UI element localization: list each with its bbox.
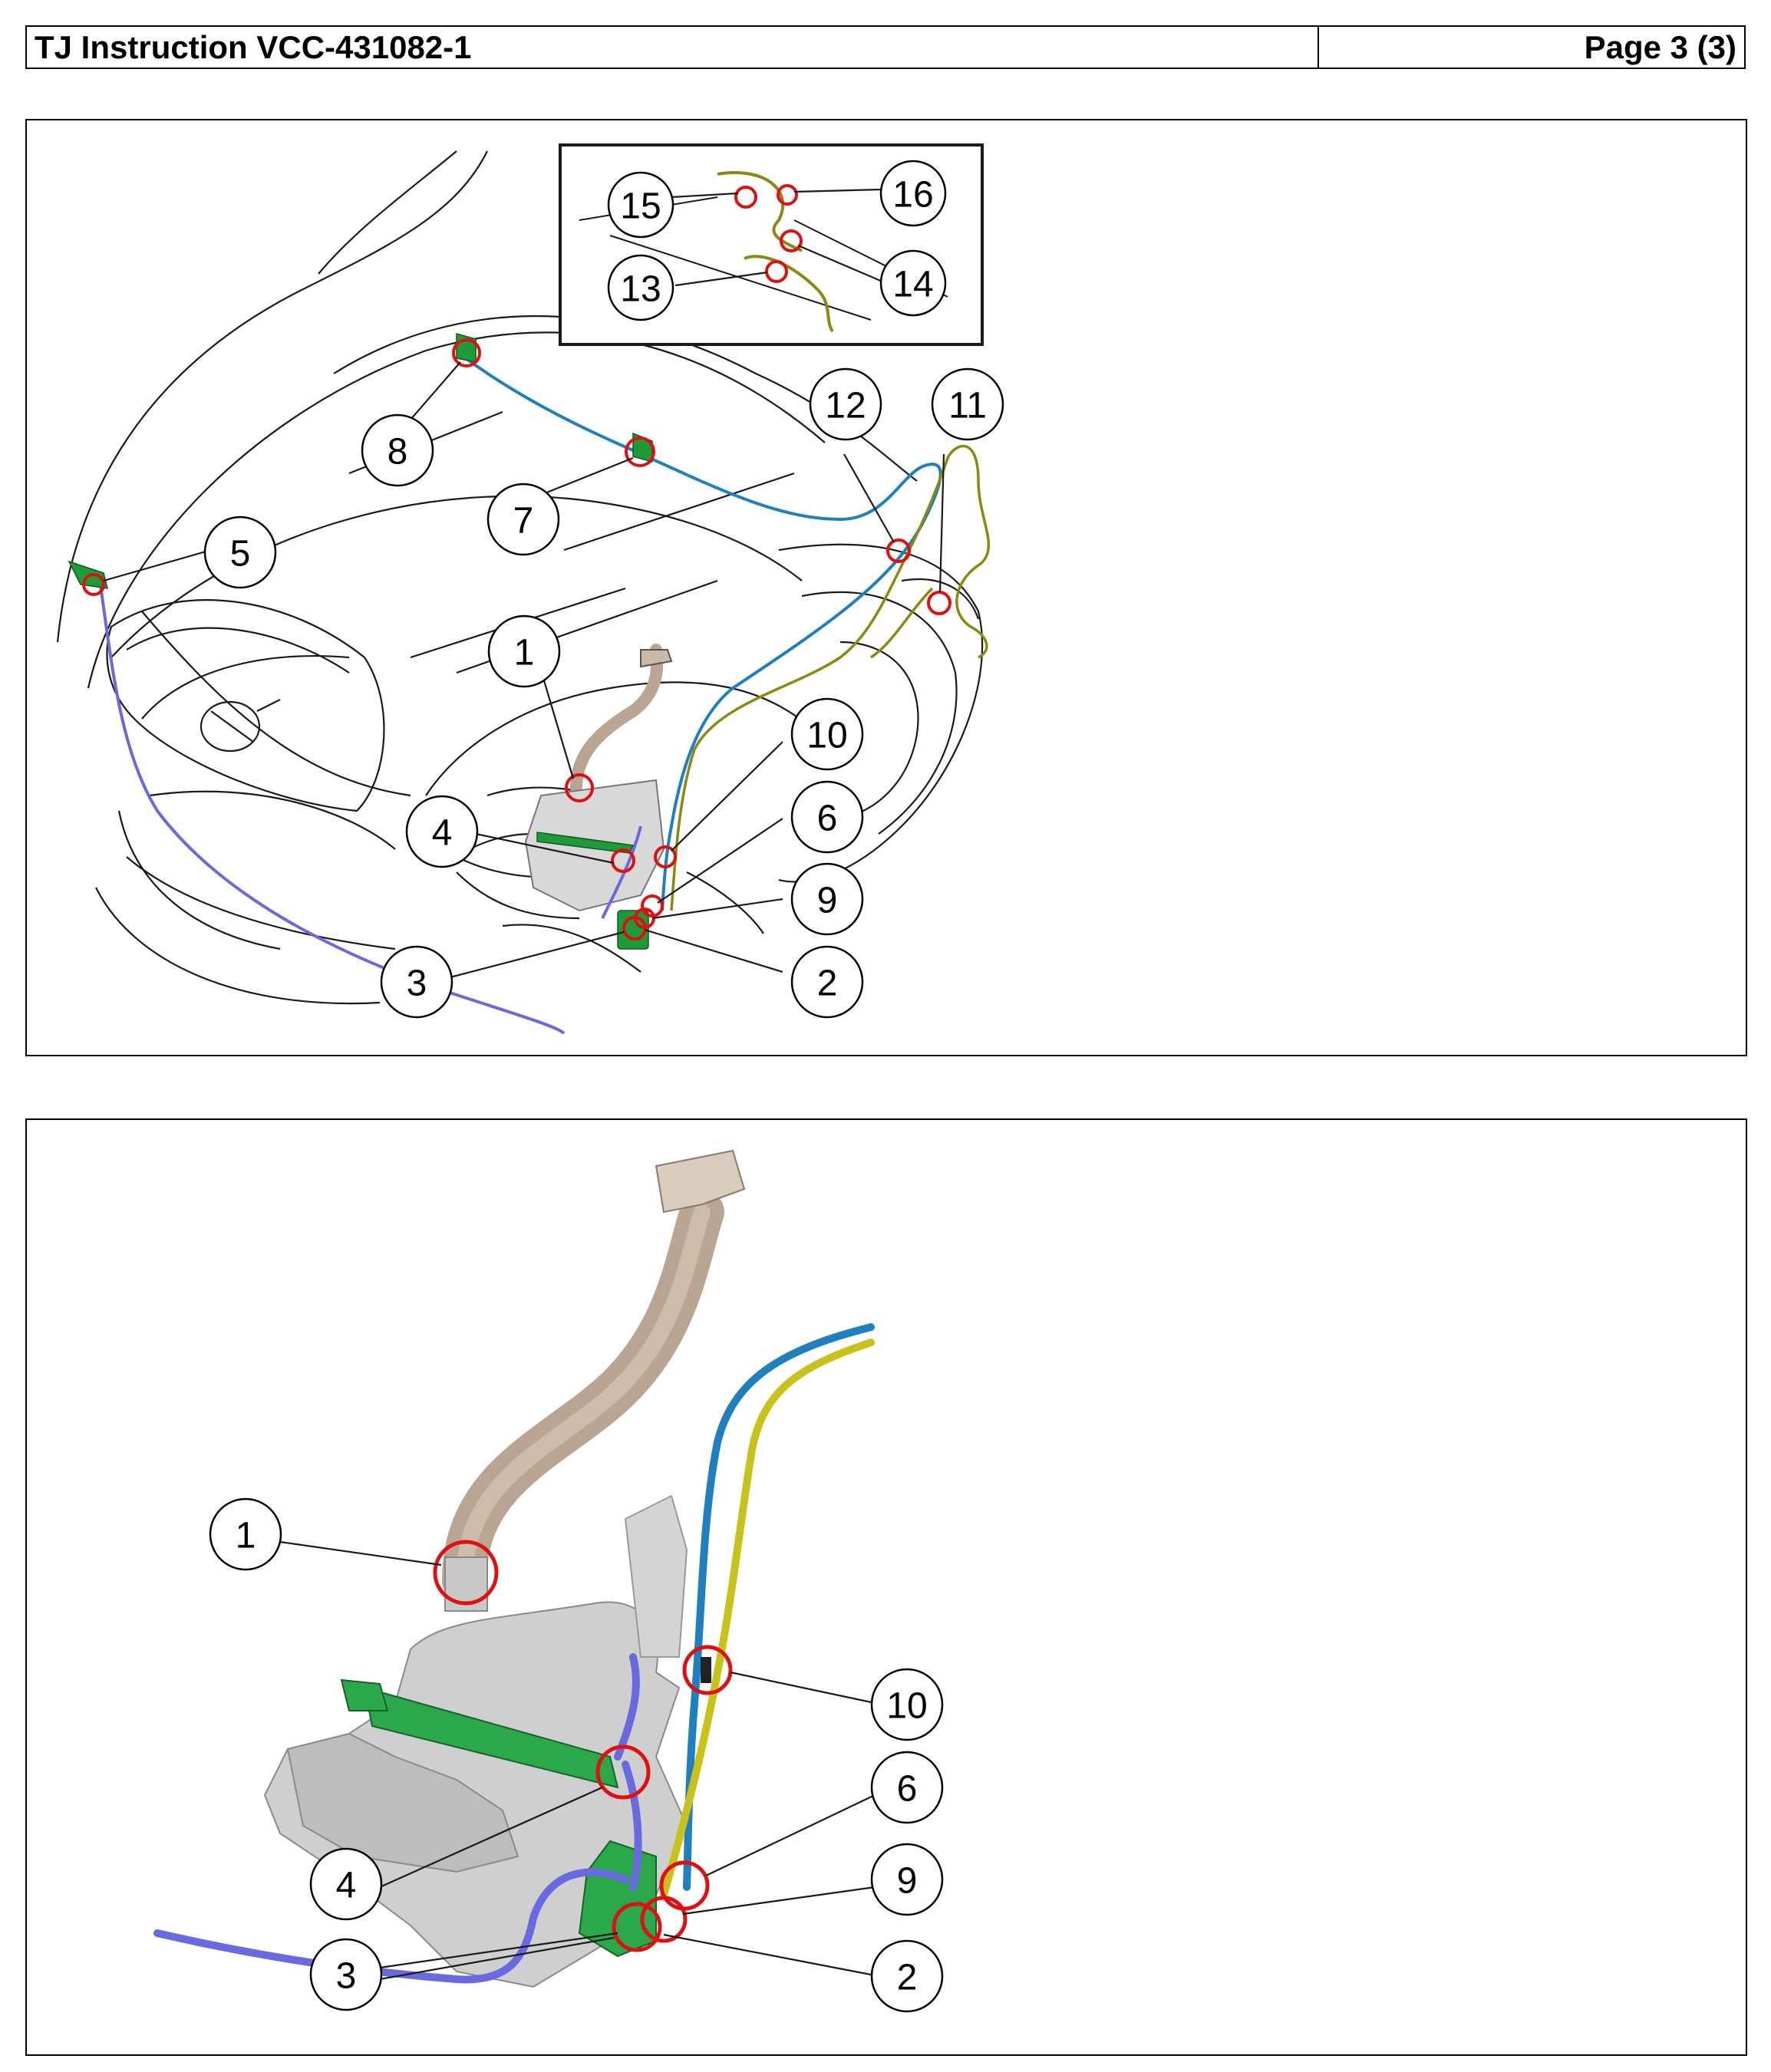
- callout-1: 1: [209, 1497, 282, 1571]
- svg-text:13: 13: [620, 269, 661, 310]
- hose-yellow: [660, 1339, 875, 1899]
- callout-5: 5: [203, 516, 277, 589]
- filler-cap: [640, 649, 673, 668]
- marker-14: [780, 229, 803, 252]
- callout-9: 9: [790, 862, 864, 936]
- marker-11: [927, 591, 951, 615]
- marker-9: [640, 1896, 688, 1943]
- svg-text:5: 5: [230, 534, 251, 575]
- car-overview-illustration: 15 16 13 14 8 7 5 12 11 1 10 4 6 9 3 2: [56, 143, 1004, 1035]
- marker-13: [765, 260, 788, 283]
- marker-7: [625, 436, 655, 467]
- marker-10: [654, 845, 677, 868]
- callout-10: 10: [790, 697, 864, 771]
- hose-olive-branch: [870, 587, 934, 659]
- svg-text:15: 15: [620, 186, 661, 227]
- svg-text:14: 14: [892, 265, 933, 305]
- svg-text:3: 3: [336, 1956, 357, 1997]
- document-title: TJ Instruction VCC-431082-1: [27, 27, 1319, 68]
- filler-neck: [570, 644, 664, 794]
- hose-purple-left: [98, 580, 566, 1035]
- leader-lines: [103, 188, 945, 981]
- callout-3: 3: [380, 945, 453, 1019]
- callout-12: 12: [809, 367, 882, 441]
- svg-text:4: 4: [432, 813, 453, 854]
- svg-text:9: 9: [897, 1861, 918, 1902]
- marker-10: [682, 1645, 733, 1695]
- check-valve: [701, 1657, 711, 1683]
- callout-1: 1: [487, 614, 561, 688]
- callouts: 15 16 13 14 8 7 5 12 11 1 10 4 6 9 3 2: [203, 160, 1004, 1019]
- figure-washer-tank-detail: 1 10 6 4 9 3 2: [25, 1118, 1747, 2056]
- filler-cap: [655, 1149, 746, 1214]
- marker-8: [452, 338, 481, 367]
- inset-hose: [717, 171, 834, 333]
- callout-2: 2: [790, 945, 864, 1019]
- svg-text:8: 8: [388, 432, 408, 473]
- callout-9: 9: [870, 1843, 944, 1916]
- marker-1: [565, 773, 594, 802]
- callout-16: 16: [879, 160, 947, 227]
- red-markers: [82, 184, 951, 940]
- svg-text:12: 12: [825, 386, 866, 427]
- callout-4: 4: [405, 795, 479, 868]
- page-number: Page 3 (3): [1584, 29, 1736, 65]
- svg-text:6: 6: [897, 1769, 918, 1810]
- callout-13: 13: [607, 254, 674, 321]
- hose-purple-main: [153, 1868, 629, 1984]
- svg-text:10: 10: [886, 1686, 927, 1727]
- grille: [106, 599, 385, 812]
- callouts: 1 10 6 4 9 3 2: [209, 1497, 944, 2013]
- marker-4: [595, 1744, 651, 1800]
- figure-car-overview: 15 16 13 14 8 7 5 12 11 1 10 4 6 9 3 2: [25, 119, 1747, 1056]
- marker-1: [433, 1540, 499, 1606]
- svg-text:3: 3: [407, 964, 427, 1004]
- callout-7: 7: [486, 483, 560, 556]
- svg-text:2: 2: [897, 1958, 918, 1998]
- tank-lower-section: [286, 1732, 519, 1873]
- red-markers: [433, 1540, 733, 1952]
- marker-15: [734, 186, 757, 209]
- marker-16: [777, 184, 798, 206]
- document-header: TJ Instruction VCC-431082-1 Page 3 (3): [25, 25, 1746, 69]
- callout-2: 2: [870, 1939, 944, 2013]
- leader-lines: [279, 1540, 876, 1981]
- svg-text:4: 4: [336, 1866, 357, 1906]
- svg-text:10: 10: [806, 716, 847, 756]
- callout-3: 3: [309, 1938, 383, 2011]
- callout-10: 10: [870, 1668, 944, 1741]
- callout-14: 14: [879, 249, 947, 317]
- svg-text:1: 1: [236, 1516, 256, 1556]
- callout-4: 4: [309, 1847, 383, 1921]
- svg-text:1: 1: [514, 633, 535, 674]
- marker-4: [611, 848, 635, 873]
- marker-3: [612, 1902, 662, 1952]
- marker-3: [622, 916, 647, 940]
- svg-text:7: 7: [513, 501, 534, 542]
- marker-5: [82, 573, 105, 596]
- svg-text:11: 11: [948, 386, 987, 427]
- svg-text:9: 9: [817, 881, 838, 921]
- hose-blue: [683, 1323, 875, 1891]
- headlamp-pump: [363, 1686, 619, 1789]
- washer-tank-illustration: 1 10 6 4 9 3 2: [153, 1149, 944, 2013]
- green-components: [68, 333, 653, 950]
- callout-6: 6: [870, 1751, 944, 1824]
- tank-bracket: [624, 1494, 688, 1658]
- svg-text:2: 2: [817, 964, 838, 1004]
- svg-text:16: 16: [892, 175, 933, 216]
- callout-6: 6: [790, 780, 864, 854]
- callout-15: 15: [607, 171, 674, 239]
- hose-purple-headlamp: [614, 1653, 640, 1761]
- callout-11: 11: [931, 367, 1004, 441]
- hose-olive: [670, 444, 991, 911]
- callout-8: 8: [361, 413, 434, 487]
- svg-text:6: 6: [817, 799, 838, 839]
- marker-12: [886, 539, 911, 563]
